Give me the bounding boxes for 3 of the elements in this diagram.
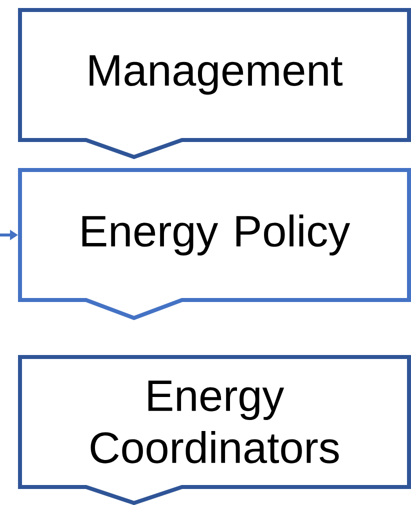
- chevron-box: Energy Coordinators: [18, 355, 411, 505]
- chevron-box: Management: [18, 8, 411, 160]
- chevron-box: Energy Policy: [18, 168, 411, 320]
